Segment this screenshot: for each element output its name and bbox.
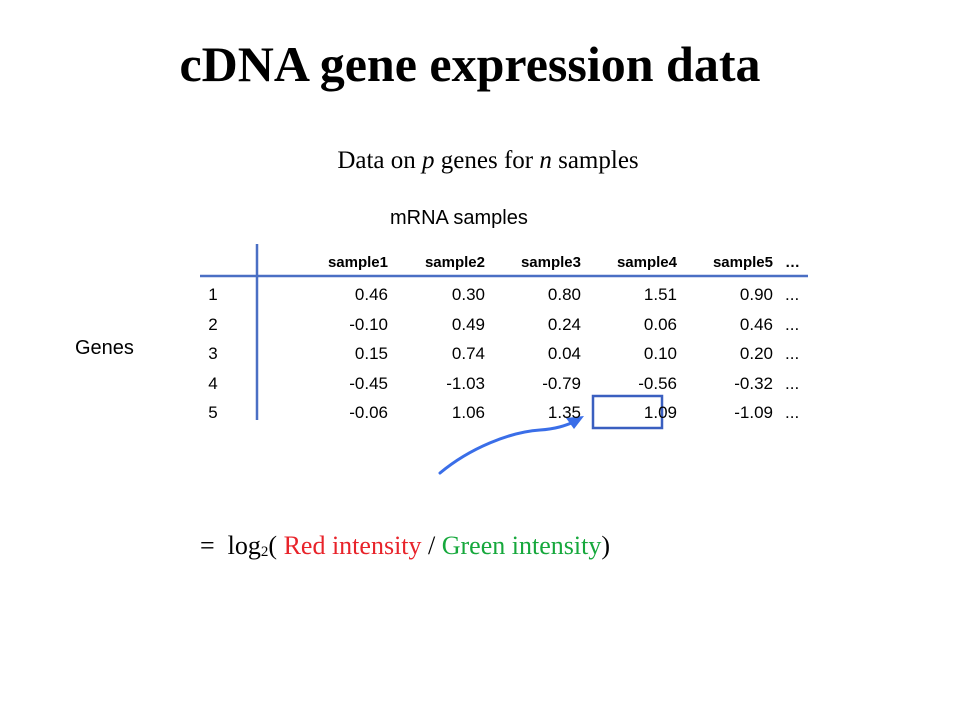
table-cell: 0.80 [547,285,581,304]
table-cell: 0.46 [354,285,388,304]
table-cell: ... [785,403,800,422]
formula-equals: = [200,531,215,560]
table-cell: 0.30 [451,285,485,304]
column-header-1: sample2 [424,254,485,271]
table-cell: 1.35 [547,403,581,422]
table-cell: -0.45 [349,373,388,393]
formula-divider: / [421,531,442,560]
slide-title: cDNA gene expression data [179,36,761,92]
table-cell: 0.20 [739,344,773,363]
table-cell: ... [785,314,800,334]
formula-log: log [227,531,261,560]
log-ratio-formula: = log2( Red intensity / Green intensity) [200,528,610,570]
subtitle-n: n [539,147,552,174]
table-cell: 0.06 [643,314,677,334]
table-cell: 0.49 [451,314,485,334]
table-cell: 1.06 [451,403,485,422]
row-label-gene: 3 [208,344,218,363]
table-cell: 1.51 [643,285,677,304]
table-cell: ... [785,373,800,393]
column-header-5: … [785,254,800,271]
formula-close: ) [601,531,610,560]
row-label-gene: 5 [208,403,218,422]
table-cell: 0.15 [354,344,388,363]
column-header-3: sample4 [616,254,677,271]
column-header-0: sample1 [327,254,388,271]
row-label-gene: 4 [208,373,218,393]
pointer-arrow [438,419,578,475]
table-cell: -0.56 [638,373,677,393]
table-cell: 0.10 [643,344,677,363]
slide-subtitle: Data on p genes for n samples [0,145,960,177]
table-cell: ... [785,344,800,363]
row-label-gene: 2 [208,314,218,334]
table-cell: 0.90 [739,285,773,304]
subtitle-suffix: samples [551,147,639,174]
pointer-arrowhead [566,416,584,429]
subtitle-middle: genes for [434,147,540,174]
table-cell: -0.06 [349,403,388,422]
table-cell: -0.32 [734,373,773,393]
table-cell: ... [785,285,800,304]
table-cell: -1.09 [734,403,773,422]
formula-base: 2 [260,544,269,560]
row-label-gene: 1 [208,285,218,304]
subtitle-prefix: Data on [337,147,423,174]
table-cell: 0.24 [547,314,581,334]
table-cell: 0.74 [451,344,485,363]
table-cell: 1.09 [643,403,677,422]
table-cell: -1.03 [446,373,485,393]
table-cell: 0.04 [547,344,581,363]
column-header-2: sample3 [520,254,581,271]
table-cell: -0.10 [349,314,388,334]
column-header-4: sample5 [712,254,773,271]
subtitle-p: p [422,147,435,174]
formula-red-intensity: Red intensity [283,531,422,560]
row-group-label: Genes [75,337,134,359]
highlighted-cell-box [591,394,664,430]
formula-open: ( [268,531,284,560]
column-group-label: mRNA samples [390,207,528,229]
table-cell: -0.79 [542,373,581,393]
table-cell: 0.46 [739,314,773,334]
formula-green-intensity: Green intensity [441,531,602,560]
